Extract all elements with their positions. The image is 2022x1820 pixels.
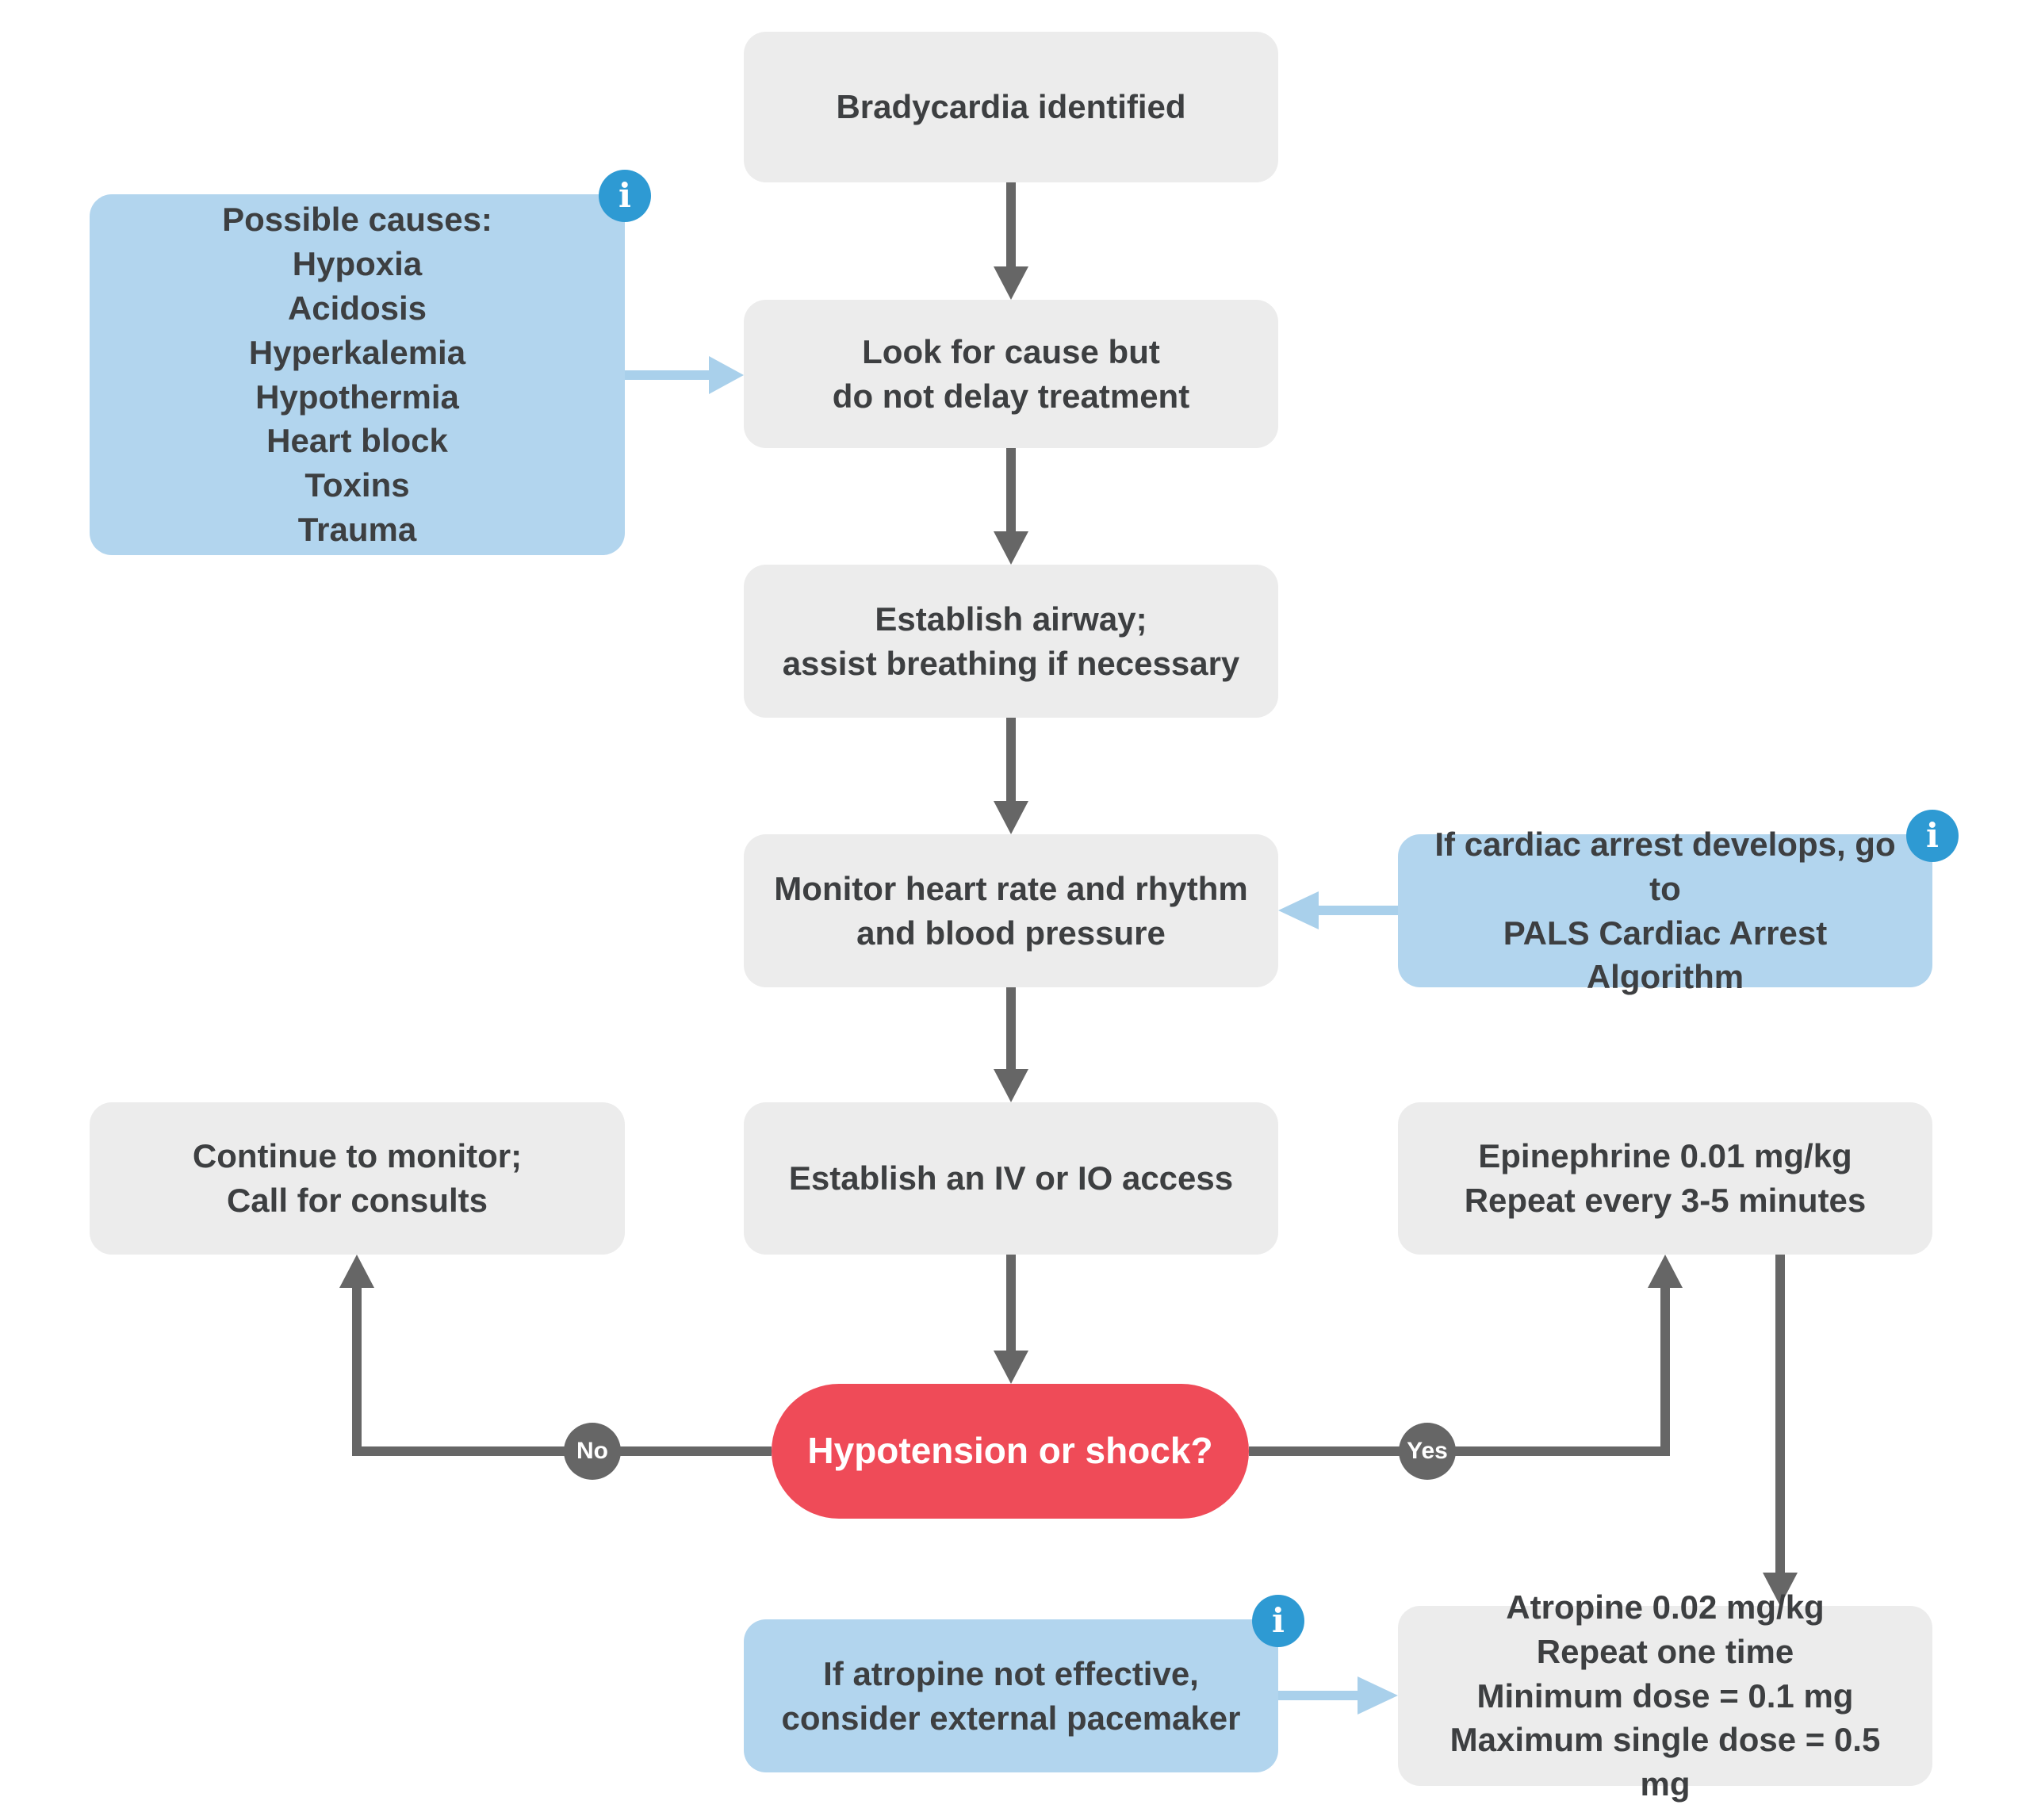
node-bradycardia-identified: Bradycardia identified: [744, 32, 1278, 182]
info-icon[interactable]: i: [1252, 1595, 1304, 1647]
node-atropine-text: Atropine 0.02 mg/kg Repeat one time Mini…: [1449, 1588, 1881, 1803]
arrow-bradycardia-to-look: [994, 182, 1028, 300]
node-look-for-cause-text: Look for cause but do not delay treatmen…: [832, 332, 1190, 415]
info-icon[interactable]: i: [599, 170, 651, 222]
yes-badge: Yes: [1399, 1423, 1456, 1480]
arrow-airway-to-monitor: [994, 718, 1028, 834]
node-possible-causes: Possible causes: Hypoxia Acidosis Hyperk…: [90, 194, 625, 555]
arrow-monitor-to-ivio: [994, 987, 1028, 1102]
node-establish-airway: Establish airway; assist breathing if ne…: [744, 565, 1278, 718]
node-monitor-heart-rate-text: Monitor heart rate and rhythm and blood …: [774, 869, 1248, 952]
node-establish-iv-io: Establish an IV or IO access: [744, 1102, 1278, 1255]
arrow-arrest-to-monitor: [1278, 891, 1398, 929]
node-cardiac-arrest-text: If cardiac arrest develops, go to PALS C…: [1434, 825, 1896, 996]
node-hypotension-decision: Hypotension or shock?: [772, 1384, 1249, 1519]
node-bradycardia-text: Bradycardia identified: [836, 88, 1186, 126]
node-pacemaker-callout-text: If atropine not effective, consider exte…: [781, 1654, 1241, 1737]
info-icon-glyph: i: [1272, 1601, 1285, 1640]
node-look-for-cause: Look for cause but do not delay treatmen…: [744, 300, 1278, 448]
node-continue-to-monitor: Continue to monitor; Call for consults: [90, 1102, 625, 1255]
node-cardiac-arrest-callout: If cardiac arrest develops, go to PALS C…: [1398, 826, 1932, 995]
node-epinephrine-text: Epinephrine 0.01 mg/kg Repeat every 3-5 …: [1464, 1137, 1867, 1219]
arrow-epinephrine-to-atropine: [1763, 1255, 1798, 1606]
arrow-causes-to-look: [625, 356, 744, 394]
info-icon[interactable]: i: [1906, 810, 1959, 862]
node-monitor-heart-rate: Monitor heart rate and rhythm and blood …: [744, 834, 1278, 987]
yes-badge-label: Yes: [1407, 1438, 1448, 1464]
arrow-no-path: [339, 1255, 772, 1456]
node-epinephrine: Epinephrine 0.01 mg/kg Repeat every 3-5 …: [1398, 1102, 1932, 1255]
node-atropine: Atropine 0.02 mg/kg Repeat one time Mini…: [1398, 1588, 1932, 1803]
node-possible-causes-text: Possible causes: Hypoxia Acidosis Hyperk…: [222, 201, 492, 549]
node-establish-iv-io-text: Establish an IV or IO access: [788, 1159, 1234, 1197]
info-icon-glyph: i: [618, 176, 631, 215]
no-badge-label: No: [576, 1438, 608, 1464]
node-hypotension-decision-text: Hypotension or shock?: [807, 1430, 1213, 1472]
arrow-look-to-airway: [994, 448, 1028, 565]
no-badge: No: [564, 1423, 621, 1480]
info-icon-glyph: i: [1926, 816, 1939, 855]
arrow-yes-path: [1249, 1255, 1683, 1456]
arrow-pacemaker-to-atropine: [1278, 1676, 1398, 1715]
node-continue-to-monitor-text: Continue to monitor; Call for consults: [192, 1137, 523, 1219]
node-establish-airway-text: Establish airway; assist breathing if ne…: [782, 600, 1240, 682]
node-pacemaker-callout: If atropine not effective, consider exte…: [744, 1619, 1278, 1772]
arrow-ivio-to-hypotension: [994, 1255, 1028, 1384]
